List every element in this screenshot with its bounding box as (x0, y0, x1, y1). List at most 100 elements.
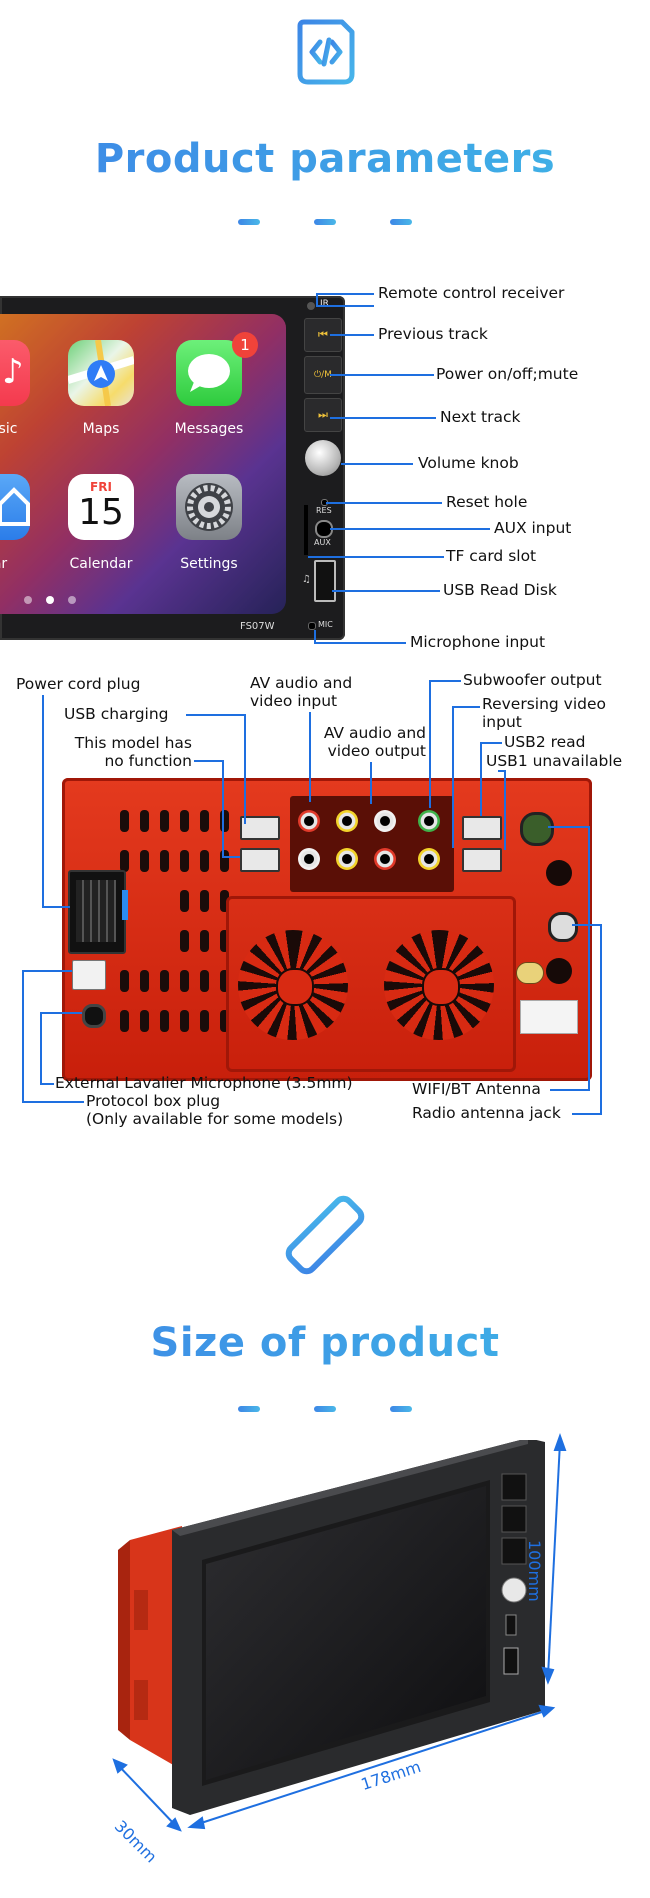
callout-next-track: Next track (440, 408, 521, 426)
divider-dash (390, 219, 412, 225)
callout-reversing: Reversing video input (482, 695, 606, 731)
callout-line (504, 770, 506, 850)
cooling-fan-left (238, 930, 348, 1040)
ruler-icon (280, 1190, 370, 1280)
callout-line (330, 528, 490, 530)
logo-sticker (516, 962, 544, 984)
music-glyph: ♪ (2, 352, 24, 392)
blue-latch (122, 890, 128, 920)
callout-usb2: USB2 read (504, 733, 586, 751)
maps-app-icon[interactable] (68, 340, 134, 406)
res-label: RES (316, 506, 332, 515)
callout-line (330, 334, 374, 336)
rca-av-in-yellow (336, 810, 358, 832)
music-app-icon[interactable] (0, 340, 30, 406)
callout-line (498, 770, 506, 772)
messages-app-icon[interactable] (176, 340, 242, 406)
cooling-fan-right (384, 930, 494, 1040)
dab-jack (546, 958, 572, 984)
callout-power-cord: Power cord plug (16, 675, 141, 693)
fan-housing (226, 896, 516, 1072)
callout-line (452, 706, 454, 848)
callout-aux-input: AUX input (494, 519, 572, 537)
callout-usb-read: USB Read Disk (443, 581, 557, 599)
callout-subwoofer: Subwoofer output (463, 671, 602, 689)
volume-knob[interactable] (305, 440, 341, 476)
callout-line (40, 1012, 42, 1084)
callout-line (222, 856, 240, 858)
usb-read-port[interactable] (314, 560, 336, 602)
callout-wifi: WIFI/BT Antenna (412, 1080, 541, 1098)
callout-line (22, 970, 72, 972)
height-dimension-label: 100mm (525, 1540, 544, 1602)
divider-dash (314, 219, 336, 225)
tf-card-slot[interactable] (304, 505, 308, 555)
callout-reset-hole: Reset hole (446, 493, 528, 511)
usb-test-port (240, 848, 280, 872)
callout-line (42, 906, 70, 908)
rca-reversing-yellow (418, 848, 440, 870)
calendar-app-icon[interactable]: FRI 15 (68, 474, 134, 540)
calendar-day: FRI (90, 480, 112, 494)
vent-grille-left (120, 810, 240, 1050)
ir-label: IR (320, 299, 329, 309)
ir-receiver (307, 302, 315, 310)
callout-line (186, 714, 246, 716)
settings-app-icon[interactable] (176, 474, 242, 540)
mic-label: MIC (318, 620, 333, 629)
size-title: Size of product (0, 1320, 650, 1370)
callout-line (22, 1101, 84, 1103)
mic-jack (82, 1004, 106, 1028)
callout-line (341, 463, 413, 465)
callout-line (548, 826, 590, 828)
dimension-lines (0, 1420, 650, 1894)
rca-av-in-white (298, 848, 320, 870)
callout-radio: Radio antenna jack (412, 1104, 561, 1122)
callout-line (480, 742, 502, 744)
home-glyph (0, 486, 30, 530)
callout-line (572, 924, 602, 926)
rca-av-out-white (374, 810, 396, 832)
callout-line (452, 706, 480, 708)
usb-glyph: ♫ (302, 574, 311, 585)
callout-tf-card: TF card slot (446, 547, 537, 565)
callout-line (429, 680, 461, 682)
callout-line (572, 1113, 602, 1115)
app-label: Settings (180, 556, 238, 572)
home-app-icon[interactable] (0, 474, 30, 540)
callout-power: Power on/off;mute (436, 365, 579, 383)
divider-dash (390, 1406, 412, 1412)
callout-line (244, 714, 246, 824)
params-title: Product parameters (0, 136, 650, 186)
certification-sticker (520, 1000, 578, 1034)
usb1-port (462, 848, 502, 872)
callout-no-function: This model has no function (74, 734, 192, 770)
callout-line (370, 762, 372, 804)
product-perspective-image (100, 1438, 550, 1840)
callout-line (316, 293, 318, 305)
callout-line (330, 417, 436, 419)
callout-line (330, 374, 434, 376)
next-track-button[interactable]: ⏭ (304, 398, 342, 432)
callout-line (22, 970, 24, 1102)
callout-line (588, 826, 590, 1090)
callout-line (40, 1012, 82, 1014)
rca-av-in-red (298, 810, 320, 832)
callout-remote-receiver: Remote control receiver (378, 284, 565, 302)
calendar-date: 15 (78, 492, 124, 533)
app-label: Messages (174, 421, 244, 437)
divider-dash (238, 1406, 260, 1412)
mic-hole (308, 622, 316, 630)
callout-line (316, 305, 374, 307)
rca-av-out-yellow (336, 848, 358, 870)
code-icon (296, 18, 356, 86)
callout-usb-charging: USB charging (64, 705, 169, 723)
app-label: sic (0, 421, 18, 437)
rca-av-out-red (374, 848, 396, 870)
callout-line (326, 502, 442, 504)
usb-charging-port (240, 816, 280, 840)
callout-av-output: AV audio and video output (323, 724, 426, 760)
callout-line (309, 712, 311, 802)
callout-line (222, 760, 224, 858)
callout-mic: External Lavalier Microphone (3.5mm) (55, 1074, 353, 1092)
